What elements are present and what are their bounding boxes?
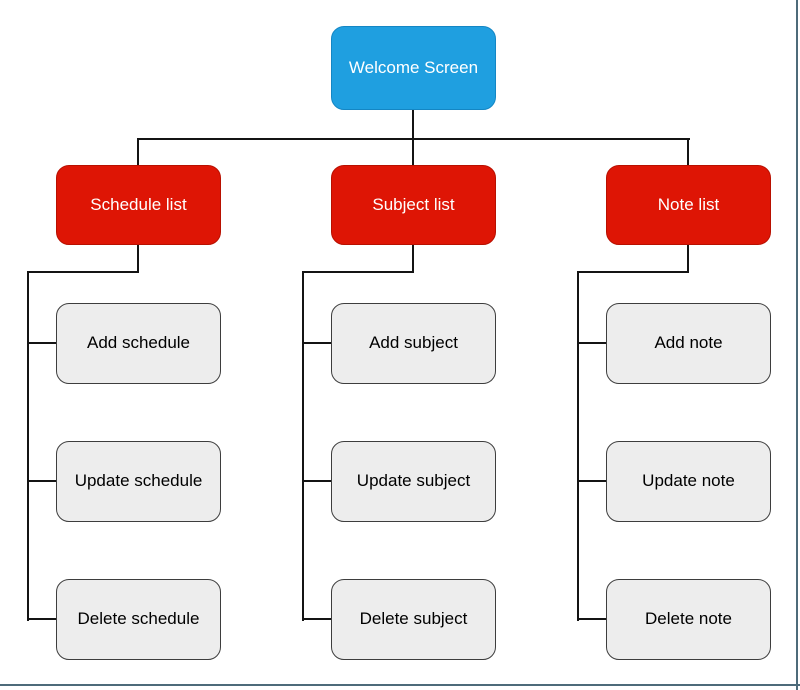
connector-line bbox=[137, 138, 690, 140]
connector-line bbox=[577, 342, 607, 344]
node-add-subject: Add subject bbox=[331, 303, 496, 384]
connector-line bbox=[577, 271, 689, 273]
connector-line bbox=[577, 271, 579, 621]
connector-line bbox=[27, 618, 57, 620]
connector-line bbox=[27, 271, 29, 621]
node-update-schedule: Update schedule bbox=[56, 441, 221, 522]
connector-line bbox=[27, 342, 57, 344]
connector-line bbox=[687, 140, 689, 165]
node-delete-note: Delete note bbox=[606, 579, 771, 660]
node-add-schedule: Add schedule bbox=[56, 303, 221, 384]
connector-line bbox=[577, 618, 607, 620]
connector-line bbox=[137, 245, 139, 273]
node-delete-schedule: Delete schedule bbox=[56, 579, 221, 660]
connector-line bbox=[27, 271, 139, 273]
connector-line bbox=[577, 480, 607, 482]
connector-line bbox=[302, 342, 332, 344]
canvas-right-border bbox=[796, 0, 798, 690]
connector-line bbox=[302, 271, 304, 621]
node-welcome-screen: Welcome Screen bbox=[331, 26, 496, 110]
canvas-bottom-border bbox=[0, 684, 800, 686]
connector-line bbox=[302, 618, 332, 620]
connector-line bbox=[412, 110, 414, 140]
connector-line bbox=[302, 271, 414, 273]
node-add-note: Add note bbox=[606, 303, 771, 384]
connector-line bbox=[27, 480, 57, 482]
node-subject-list: Subject list bbox=[331, 165, 496, 245]
connector-line bbox=[137, 140, 139, 165]
node-delete-subject: Delete subject bbox=[331, 579, 496, 660]
node-update-subject: Update subject bbox=[331, 441, 496, 522]
connector-line bbox=[412, 140, 414, 165]
connector-line bbox=[412, 245, 414, 273]
node-update-note: Update note bbox=[606, 441, 771, 522]
connector-line bbox=[302, 480, 332, 482]
node-note-list: Note list bbox=[606, 165, 771, 245]
connector-line bbox=[687, 245, 689, 273]
node-schedule-list: Schedule list bbox=[56, 165, 221, 245]
